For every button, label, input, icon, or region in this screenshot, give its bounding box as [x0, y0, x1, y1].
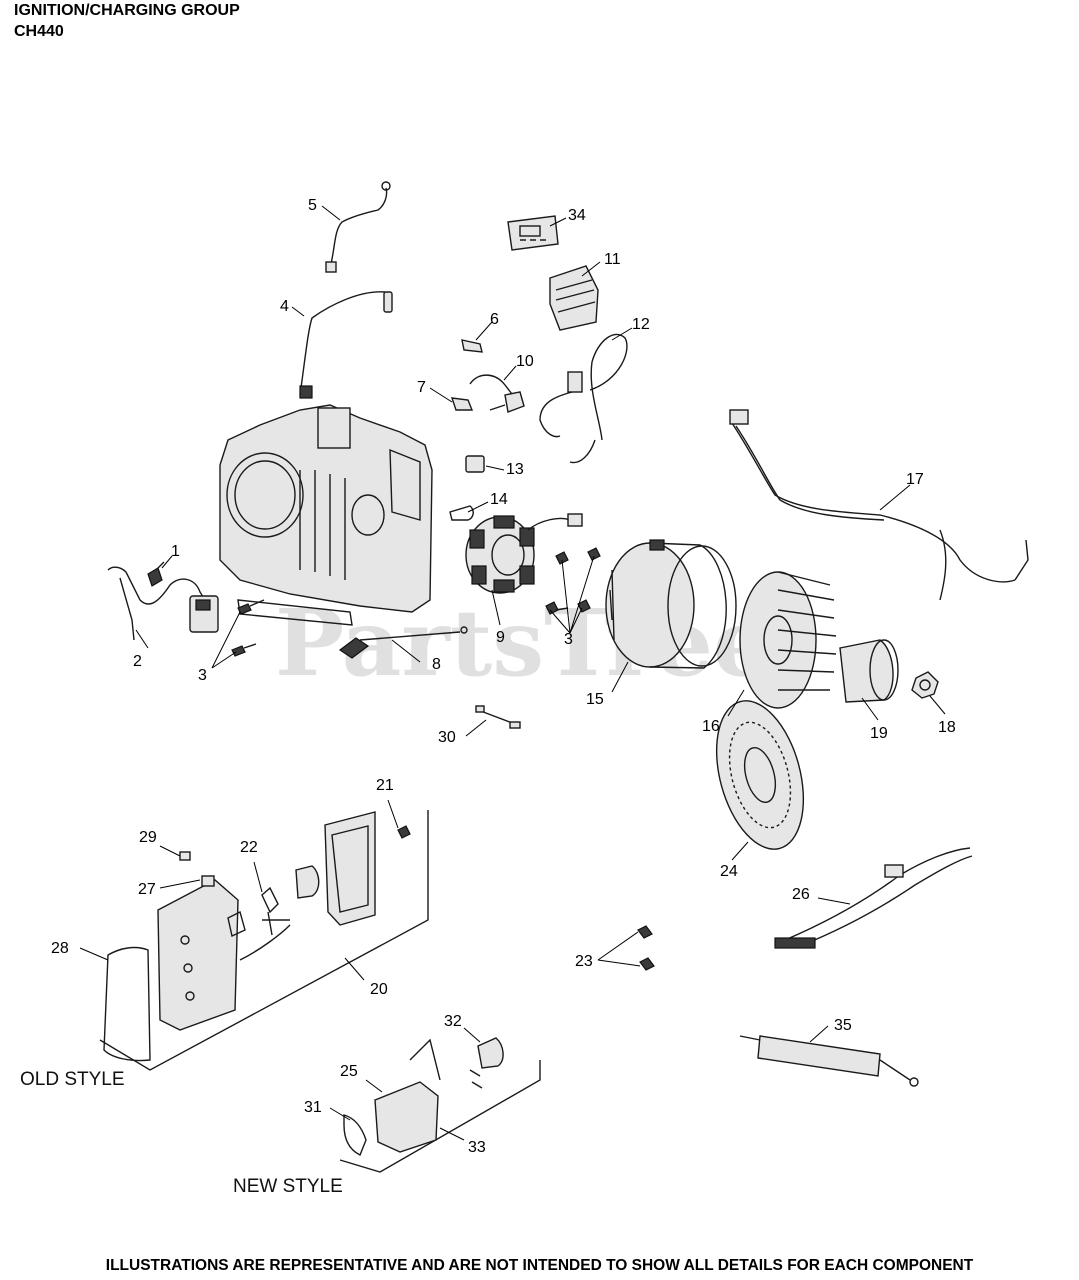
callout-4: 4 [280, 298, 289, 315]
part-7-terminal [450, 397, 474, 411]
diagram-title: IGNITION/CHARGING GROUP [14, 2, 240, 19]
part-30-connector [475, 705, 521, 729]
part-19-cup [839, 639, 899, 703]
callout-3-right: 3 [564, 631, 573, 648]
callout-22: 22 [240, 839, 258, 856]
callout-6: 6 [490, 311, 499, 328]
part-12-harness [539, 333, 628, 464]
callout-11: 11 [604, 251, 621, 268]
part-11-rectifier [549, 265, 599, 331]
part-14-bracket [449, 505, 474, 521]
callout-35: 35 [834, 1017, 852, 1034]
part-5-sensor-lead [325, 181, 391, 273]
part-17-wiring-harness [729, 409, 1029, 601]
new-style-panel [339, 1037, 541, 1173]
part-34-meter [507, 215, 559, 251]
exploded-parts-diagram: PartsTree [20, 181, 1029, 1197]
callout-18: 18 [938, 719, 956, 736]
callout-3-left: 3 [198, 667, 207, 684]
callout-10: 10 [516, 353, 534, 370]
callout-19: 19 [870, 725, 888, 742]
old-style-label: OLD STYLE [20, 1069, 125, 1090]
callout-23: 23 [575, 953, 593, 970]
part-2-ignition-module [107, 566, 219, 641]
callout-13: 13 [506, 461, 524, 478]
part-13-block [465, 455, 485, 473]
part-35-capacitor [739, 1035, 919, 1087]
part-4-high-tension-lead [299, 291, 393, 399]
part-24-screen [715, 700, 805, 850]
part-10-lead [469, 374, 525, 413]
callout-5: 5 [308, 197, 317, 214]
disclaimer-footer: ILLUSTRATIONS ARE REPRESENTATIVE AND ARE… [105, 1257, 974, 1274]
new-style-label: NEW STYLE [233, 1176, 343, 1197]
callout-2: 2 [133, 653, 142, 670]
callout-21: 21 [376, 777, 394, 794]
callout-numbers: 1 2 3 4 5 6 7 8 9 10 11 12 13 14 15 16 1… [51, 197, 956, 1156]
callout-34: 34 [568, 207, 586, 224]
callout-16: 16 [702, 718, 720, 735]
callout-27: 27 [138, 881, 156, 898]
part-23-bolts [637, 925, 655, 971]
callout-20: 20 [370, 981, 388, 998]
callout-7: 7 [417, 379, 426, 396]
callout-32: 32 [444, 1013, 462, 1030]
callout-9: 9 [496, 629, 505, 646]
part-6-clip [461, 339, 483, 353]
callout-25: 25 [340, 1063, 358, 1080]
part-8-kill-lead [338, 626, 468, 659]
callout-30: 30 [438, 729, 456, 746]
callout-12: 12 [632, 316, 650, 333]
part-1-spark-plug [147, 561, 165, 587]
engine-block [219, 404, 433, 626]
part-26-harness [774, 847, 973, 949]
callout-31: 31 [304, 1099, 322, 1116]
callout-8: 8 [432, 656, 441, 673]
callout-14: 14 [490, 491, 508, 508]
callout-15: 15 [586, 691, 604, 708]
part-18-nut [911, 671, 939, 699]
part-9-stator [465, 513, 583, 594]
part-3-bolts-left [231, 599, 265, 657]
part-16-fan [739, 571, 837, 709]
callout-17: 17 [906, 471, 924, 488]
callout-26: 26 [792, 886, 810, 903]
callout-33: 33 [468, 1139, 486, 1156]
callout-29: 29 [139, 829, 157, 846]
part-3-bolts-right [545, 547, 601, 615]
callout-24: 24 [720, 863, 738, 880]
model-number: CH440 [14, 23, 64, 40]
part-15-flywheel [605, 539, 737, 669]
callout-1: 1 [171, 543, 180, 560]
callout-28: 28 [51, 940, 69, 957]
old-style-panel [99, 810, 429, 1071]
leader-lines [79, 205, 946, 1141]
